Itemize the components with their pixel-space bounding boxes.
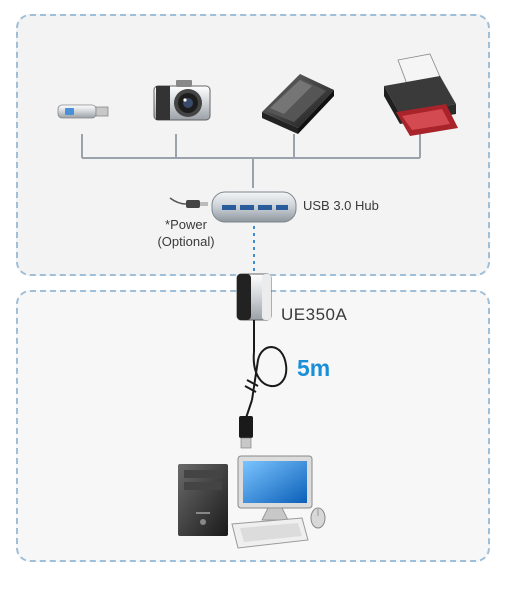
usb-plug-icon [239, 416, 253, 449]
cable-icon [244, 320, 288, 419]
scanner-icon [262, 74, 334, 134]
hub-connection-lines [81, 134, 421, 188]
mouse-icon [310, 507, 326, 529]
extender-device-icon [236, 273, 272, 321]
printer-icon [384, 53, 458, 136]
power-label: *Power (Optional) [150, 216, 222, 250]
usb-flash-drive-icon [57, 104, 109, 119]
camera-icon [153, 80, 211, 121]
usb-hub-icon [211, 191, 297, 223]
cable-length-label: 5m [297, 355, 331, 381]
monitor-icon [237, 455, 313, 521]
power-label-line1: *Power [165, 217, 207, 232]
keyboard-icon [231, 517, 309, 549]
computer-tower-icon [178, 464, 228, 536]
power-plug-icon [169, 197, 208, 208]
hub-label: USB 3.0 Hub [303, 198, 379, 213]
product-label: UE350A [281, 305, 348, 324]
power-label-line2: (Optional) [157, 234, 215, 249]
